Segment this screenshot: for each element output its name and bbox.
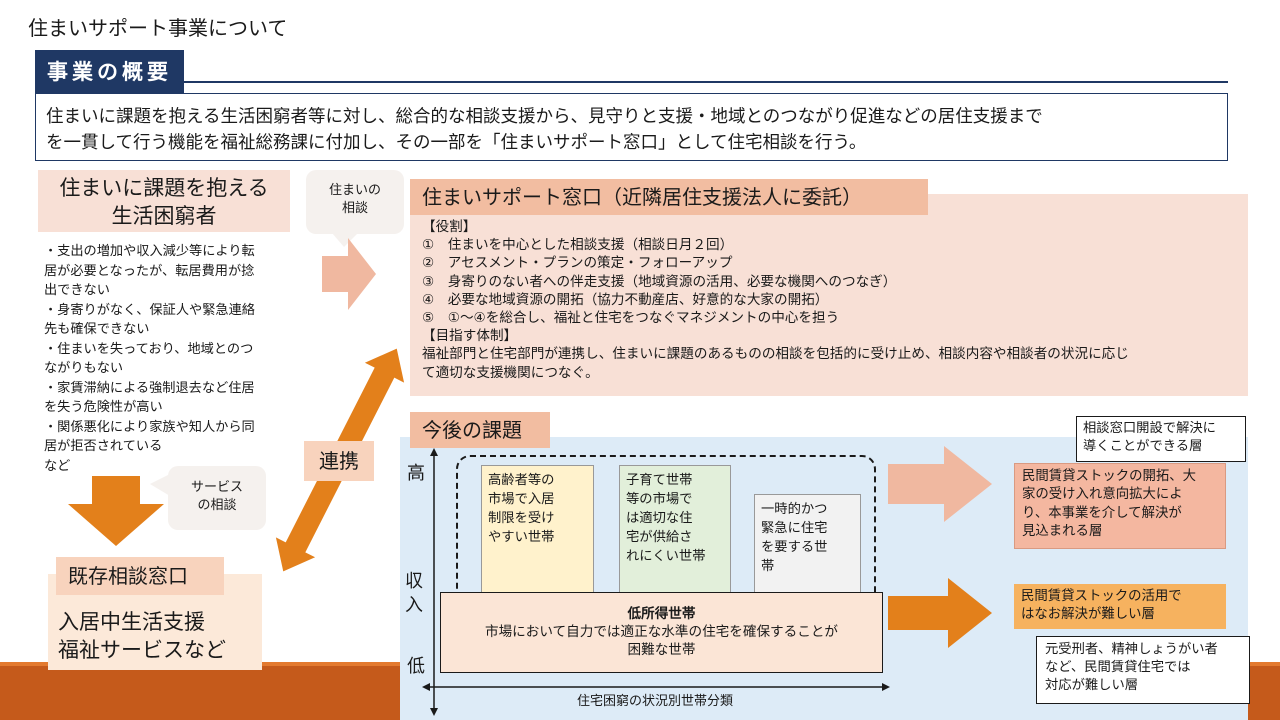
target-title: 住まいに課題を抱える 生活困窮者 [38, 170, 290, 232]
result-rental-expand-line: 民間賃貸ストックの開拓、大 [1022, 469, 1197, 484]
note-solvable-line2: 導くことができる層 [1083, 439, 1203, 454]
axis-high-label: 高 [407, 463, 425, 484]
roles-heading: 【役割】 [422, 219, 477, 235]
housing-consult-callout: 住まいの 相談 [306, 170, 404, 234]
note-solvable-line1: 相談窓口開設で解決に [1083, 421, 1216, 436]
problem-line: ・支出の増加や収入減少等により転 [44, 244, 255, 259]
problem-line: など [44, 458, 71, 474]
household-emergency-line: 緊急に住宅 [761, 521, 828, 536]
target-title-line2: 生活困窮者 [111, 204, 217, 228]
existing-window-tag: 既存相談窓口 [56, 557, 224, 595]
note-difficult: 元受刑者、精神しょうがい者 など、民間賃貸住宅では 対応が難しい層 [1036, 636, 1250, 704]
axis-low-label: 低 [407, 656, 425, 677]
support-window-roles: 【役割】 ① 住まいを中心とした相談支援（相談日月２回） ② アセスメント・プラ… [422, 218, 1252, 382]
result-rental-hard-line: はなお解決が難しい層 [1021, 607, 1155, 623]
goal-line1: 福祉部門と住宅部門が連携し、住まいに課題のあるものの相談を包括的に受け止め、相談… [422, 346, 1129, 363]
support-window-panel [410, 194, 1248, 396]
matrix-axes [422, 448, 890, 716]
problem-line: 居が拒否されている [44, 439, 163, 454]
problem-line: ながりもない [44, 361, 124, 376]
callout-tail [332, 233, 358, 247]
role-item: ④ 必要な地域資源の開拓（協力不動産店、好意的な大家の開拓） [422, 291, 829, 308]
service-consult-callout: サービス の相談 [168, 466, 266, 530]
problem-line: を失う危険性が高い [44, 400, 163, 415]
result-rental-hard: 民間賃貸ストックの活用で はなお解決が難しい層 [1014, 584, 1226, 629]
target-title-line1: 住まいに課題を抱える [59, 176, 269, 200]
problem-line: 先も確保できない [44, 322, 150, 337]
overview-text-line2: を一貫して行う機能を福祉総務課に付加し、その一部を「住まいサポート窓口」として住… [46, 133, 867, 153]
right-arrow-icon [888, 446, 992, 522]
result-rental-expand-line: 家の受け入れ意向拡大によ [1022, 487, 1183, 503]
problem-line: 出できない [44, 283, 110, 298]
housing-consult-line1: 住まいの [328, 183, 381, 198]
note-difficult-line: 対応が難しい層 [1045, 678, 1139, 693]
problem-line: 居が必要となったが、転居費用が捻 [44, 263, 255, 279]
overview-box: 住まいに課題を抱える生活困窮者等に対し、総合的な相談支援から、見守りと支援・地域… [35, 93, 1228, 161]
note-difficult-line: 元受刑者、精神しょうがい者 [1045, 642, 1218, 657]
household-elderly-line: 市場で入居 [488, 492, 555, 507]
household-elderly-line: 高齢者等の [488, 473, 555, 488]
household-child-line: 宅が供給さ [626, 530, 693, 545]
problem-line: ・住まいを失っており、地域とのつ [44, 341, 254, 357]
axis-income-text: 収入 [405, 571, 423, 616]
overview-text-line1: 住まいに課題を抱える生活困窮者等に対し、総合的な相談支援から、見守りと支援・地域… [46, 107, 1043, 127]
low-income-box: 低所得世帯 市場において自力では適正な水準の住宅を確保することが 困難な世帯 [440, 592, 883, 673]
household-elderly-line: 制限を受け [488, 511, 555, 526]
problem-line: ・身寄りがなく、保証人や緊急連絡 [44, 302, 255, 318]
housing-consult-line2: 相談 [341, 201, 368, 216]
household-emergency-line: 一時的かつ [761, 502, 828, 517]
household-elderly-line: やすい世帯 [488, 530, 555, 545]
support-window-title: 住まいサポート窓口（近隣居住支援法人に委託） [410, 179, 928, 215]
note-difficult-line: など、民間賃貸住宅では [1045, 660, 1191, 675]
result-rental-expand: 民間賃貸ストックの開拓、大 家の受け入れ意向拡大によ り、本事業を介して解決が … [1014, 463, 1226, 549]
result-rental-expand-line: り、本事業を介して解決が [1022, 505, 1182, 521]
problem-list: ・支出の増加や収入減少等により転 居が必要となったが、転居費用が捻 出できない … [44, 242, 306, 476]
household-child-line: は適切な住 [626, 511, 693, 526]
overview-tag: 事業の概要 [35, 50, 184, 93]
household-emergency: 一時的かつ 緊急に住宅 を要する世 帯 [754, 494, 861, 595]
goal-heading: 【目指す体制】 [422, 328, 518, 345]
household-emergency-line: を要する世 [761, 540, 828, 555]
low-income-line1: 市場において自力では適正な水準の住宅を確保することが [484, 624, 839, 640]
goal-line2: て適切な支援機関につなぐ。 [422, 364, 599, 381]
renkei-label: 連携 [304, 441, 374, 481]
role-item: ③ 身寄りのない者への伴走支援（地域資源の活用、必要な機関へのつなぎ） [422, 273, 897, 290]
problem-line: ・家賃滞納による強制退去など住居 [44, 380, 255, 396]
slide-title: 住まいサポート事業について [28, 16, 288, 40]
callout-tail [150, 474, 170, 496]
household-child-line: 子育て世帯 [626, 473, 693, 488]
overview-rule [35, 81, 1228, 83]
role-item: ① 住まいを中心とした相談支援（相談日月２回） [422, 237, 734, 254]
x-axis-label: 住宅困窮の状況別世帯分類 [577, 694, 734, 709]
low-income-title: 低所得世帯 [627, 606, 696, 622]
note-solvable: 相談窓口開設で解決に 導くことができる層 [1076, 416, 1246, 462]
household-child-line: 等の市場で [626, 492, 693, 507]
household-child-line: れにくい世帯 [626, 549, 706, 564]
household-emergency-line: 帯 [761, 559, 775, 574]
existing-line2: 福祉サービスなど [58, 638, 226, 662]
household-child-rearing: 子育て世帯 等の市場で は適切な住 宅が供給さ れにくい世帯 [619, 465, 731, 595]
existing-line1: 入居中生活支援 [58, 610, 205, 634]
service-consult-line1: サービス [190, 480, 243, 495]
household-elderly: 高齢者等の 市場で入居 制限を受け やすい世帯 [481, 465, 594, 595]
right-arrow-icon [888, 578, 992, 648]
low-income-line2: 困難な世帯 [627, 642, 696, 658]
right-arrow-icon [322, 238, 376, 310]
result-rental-hard-line: 民間賃貸ストックの活用で [1021, 589, 1182, 604]
result-rental-expand-line: 見込まれる層 [1022, 523, 1103, 539]
role-item: ② アセスメント・プランの策定・フォローアップ [422, 255, 733, 272]
axis-income-label: 収入 [405, 570, 427, 618]
issues-tag: 今後の課題 [410, 412, 550, 448]
down-arrow-icon [68, 476, 164, 546]
existing-window-text: 入居中生活支援 福祉サービスなど [58, 608, 268, 664]
problem-line: ・関係悪化により家族や知人から同 [44, 419, 255, 435]
role-item: ⑤ ①～④を総合し、福祉と住宅をつなぐマネジメントの中心を担う [422, 310, 840, 327]
service-consult-line2: の相談 [197, 498, 237, 513]
